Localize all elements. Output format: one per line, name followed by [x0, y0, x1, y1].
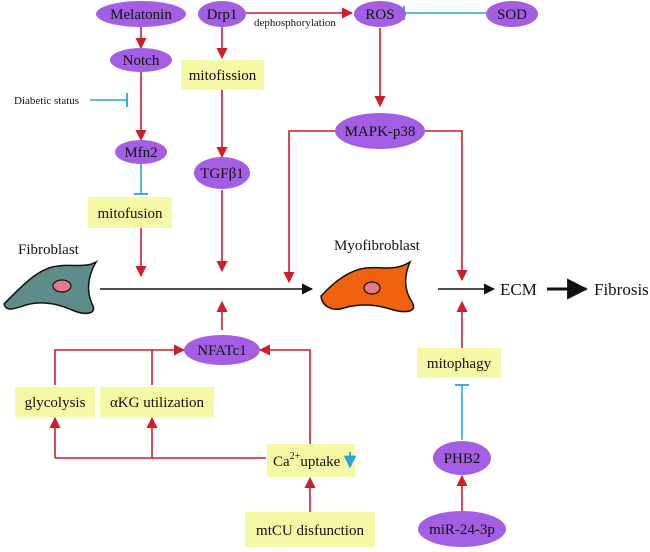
- fibrosis-label: Fibrosis: [594, 280, 649, 299]
- cell-fibroblast: [3, 259, 99, 315]
- node-drp1: Drp1: [198, 1, 246, 27]
- cell-myofibroblast: [320, 260, 415, 313]
- oval-nodes: Melatonin Drp1 ROS SOD Notch Mfn2 TGFβ1: [96, 1, 538, 547]
- box-ca-uptake-label: Ca2+uptake: [273, 451, 341, 470]
- node-phb2: PHB2: [433, 441, 491, 475]
- box-mtcu-disfunction-label: mtCU disfunction: [256, 523, 364, 539]
- diabetic-status-label: Diabetic status: [14, 95, 79, 107]
- box-mitofusion: mitofusion: [88, 197, 172, 228]
- node-tgfb1: TGFβ1: [194, 157, 250, 189]
- myofibroblast-label: Myofibroblast: [334, 238, 421, 254]
- box-nodes: mitofission mitofusion glycolysis αKG ut…: [15, 60, 501, 547]
- box-mitofission: mitofission: [181, 60, 264, 90]
- box-akg-utilization-label: αKG utilization: [110, 395, 205, 411]
- node-sod-label: SOD: [497, 7, 527, 23]
- ecm-label: ECM: [500, 280, 537, 299]
- node-tgfb1-label: TGFβ1: [200, 166, 243, 182]
- node-sod: SOD: [486, 1, 538, 27]
- box-mitofission-label: mitofission: [189, 68, 257, 84]
- connectors: [49, 6, 589, 512]
- node-ros: ROS: [354, 1, 406, 27]
- box-mitophagy: mitophagy: [417, 348, 501, 378]
- node-drp1-label: Drp1: [207, 7, 238, 23]
- node-notch: Notch: [110, 48, 172, 72]
- node-phb2-label: PHB2: [444, 451, 481, 467]
- arrow-ca-nfatc1: [258, 344, 311, 444]
- box-mitophagy-label: mitophagy: [427, 356, 492, 372]
- node-mir-24-3p: miR-24-3p: [418, 511, 506, 547]
- node-mapk-p38: MAPK-p38: [335, 113, 425, 149]
- node-mapk-p38-label: MAPK-p38: [345, 124, 416, 140]
- node-notch-label: Notch: [123, 53, 160, 69]
- node-nfatc1-label: NFATc1: [197, 343, 247, 359]
- box-mitofusion-label: mitofusion: [97, 206, 163, 222]
- box-ca-uptake: Ca2+uptake: [267, 444, 357, 477]
- box-glycolysis: glycolysis: [15, 387, 95, 417]
- fibroblast-label: Fibroblast: [18, 242, 80, 258]
- node-mfn2-label: Mfn2: [124, 145, 157, 161]
- box-akg-utilization: αKG utilization: [100, 387, 214, 417]
- node-ros-label: ROS: [365, 7, 394, 23]
- node-melatonin: Melatonin: [96, 1, 186, 27]
- node-nfatc1: NFATc1: [184, 335, 260, 365]
- box-mtcu-disfunction: mtCU disfunction: [245, 512, 375, 547]
- dephosphorylation-label: dephosphorylation: [254, 17, 336, 29]
- node-mfn2: Mfn2: [115, 140, 167, 164]
- cell-icon: [320, 260, 415, 313]
- node-mir-24-3p-label: miR-24-3p: [429, 522, 495, 538]
- line-glycolysis-up: [54, 344, 186, 385]
- arrow-mapk-right: [424, 130, 468, 282]
- free-labels: dephosphorylation Diabetic status Fibrob…: [14, 17, 649, 299]
- cell-icon: [3, 259, 99, 315]
- arrow-mapk-left: [283, 130, 336, 284]
- box-glycolysis-label: glycolysis: [25, 395, 86, 411]
- node-melatonin-label: Melatonin: [110, 7, 172, 23]
